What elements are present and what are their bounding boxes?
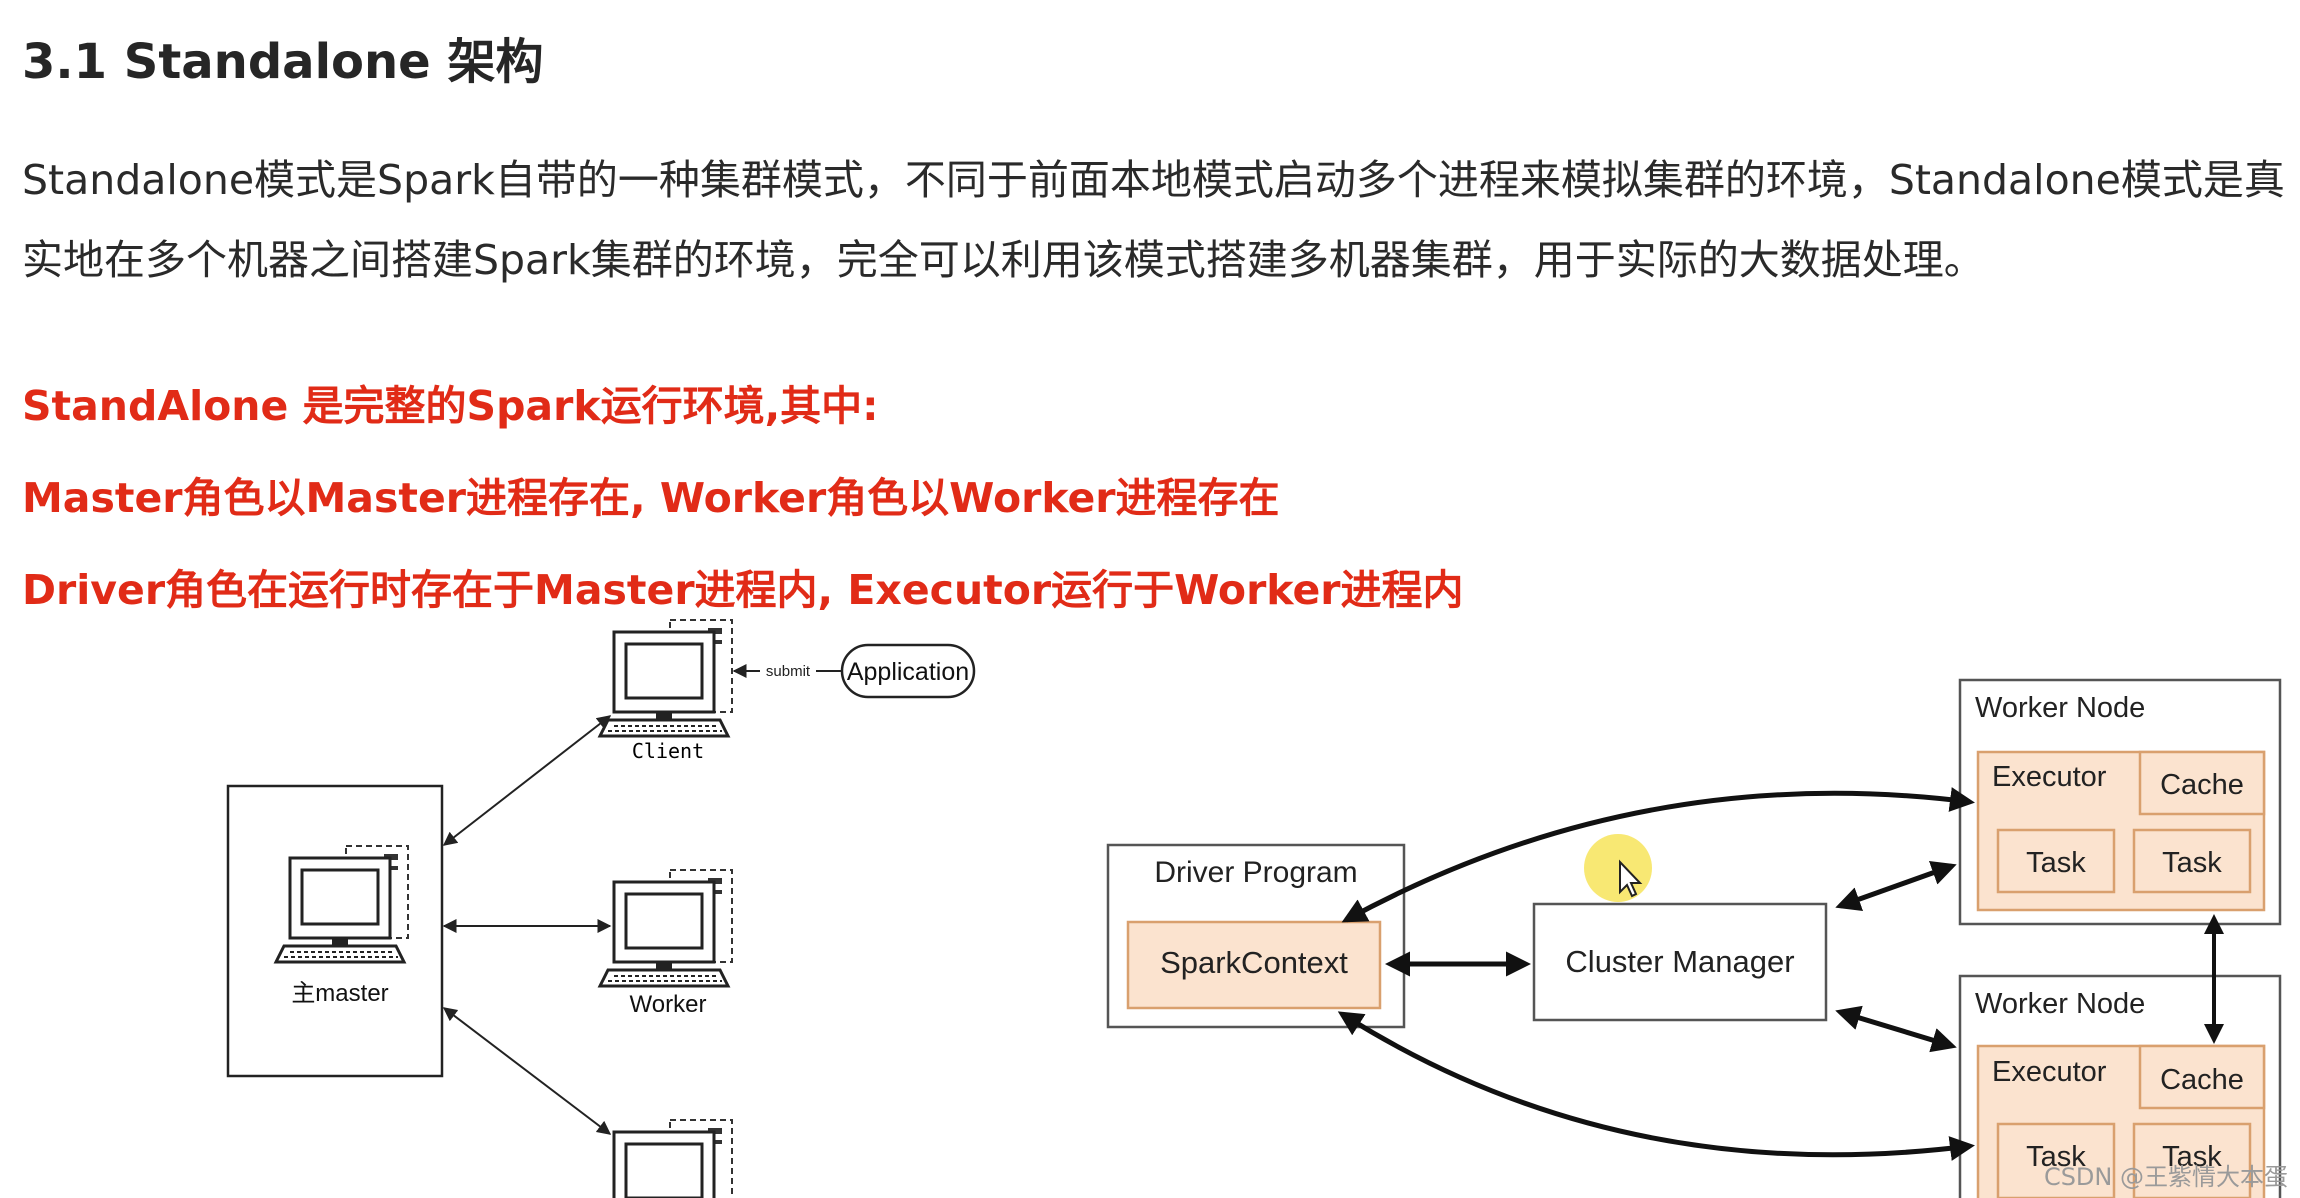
highlight-line-2: Master角色以Master进程存在, Worker角色以Worker进程存在 bbox=[22, 474, 1280, 522]
master-label: 主master bbox=[291, 980, 388, 1007]
cache-label-2: Cache bbox=[2160, 1064, 2244, 1096]
manager-worker1-arrow bbox=[1835, 860, 1957, 912]
highlight-line-3: Driver角色在运行时存在于Master进程内, Executor运行于Wor… bbox=[22, 566, 1464, 614]
application-label: Application bbox=[847, 658, 969, 686]
standalone-topology-diagram: Client submit Application 主master Worker bbox=[226, 618, 976, 1198]
master-computer-icon bbox=[274, 844, 410, 964]
client-label: Client bbox=[632, 739, 704, 763]
task-label: Task bbox=[2026, 847, 2086, 879]
worker-computer-icon-2 bbox=[598, 1118, 734, 1198]
worker-node-label-2: Worker Node bbox=[1975, 988, 2145, 1020]
driver-program-label: Driver Program bbox=[1154, 856, 1357, 889]
manager-worker2-arrow bbox=[1835, 1005, 1957, 1053]
section-heading: 3.1 Standalone 架构 bbox=[22, 34, 544, 90]
task-box-2 bbox=[2132, 828, 2252, 894]
application-node bbox=[840, 643, 976, 699]
cursor-highlight bbox=[1584, 834, 1652, 902]
worker-node-label: Worker Node bbox=[1975, 692, 2145, 724]
master-client-arrow bbox=[442, 715, 612, 846]
task-box-3 bbox=[1996, 1122, 2116, 1198]
intro-paragraph: Standalone模式是Spark自带的一种集群模式，不同于前面本地模式启动多… bbox=[22, 156, 2285, 284]
executor-label-2: Executor bbox=[1992, 1056, 2107, 1088]
cluster-manager-box bbox=[1532, 902, 1828, 1022]
submit-label: submit bbox=[766, 663, 811, 680]
cache-box bbox=[2138, 750, 2266, 816]
worker-label: Worker bbox=[630, 991, 707, 1018]
cache-box-2 bbox=[2138, 1044, 2266, 1110]
cache-label: Cache bbox=[2160, 769, 2244, 801]
worker-computer-icon bbox=[598, 868, 734, 988]
csdn-watermark: CSDN @王紫情大本蛋 bbox=[2043, 1163, 2288, 1191]
context-worker2-curve bbox=[1337, 1011, 1975, 1161]
context-worker1-curve bbox=[1341, 787, 1975, 923]
task-label-2: Task bbox=[2162, 847, 2222, 879]
task-label-4: Task bbox=[2162, 1141, 2222, 1173]
client-computer-icon bbox=[598, 618, 734, 738]
task-box bbox=[1996, 828, 2116, 894]
highlight-line-1: StandAlone 是完整的Spark运行环境,其中: bbox=[22, 382, 879, 430]
spark-context-box bbox=[1126, 920, 1382, 1010]
spark-cluster-diagram: Driver Program SparkContext Cluster Mana… bbox=[1106, 678, 2282, 1198]
spark-context-label: SparkContext bbox=[1160, 945, 1348, 980]
task-box-4 bbox=[2132, 1122, 2252, 1198]
master-worker2-arrow bbox=[442, 1007, 612, 1135]
task-label-3: Task bbox=[2026, 1141, 2086, 1173]
executor-label: Executor bbox=[1992, 761, 2107, 793]
cluster-manager-label: Cluster Manager bbox=[1565, 944, 1794, 979]
